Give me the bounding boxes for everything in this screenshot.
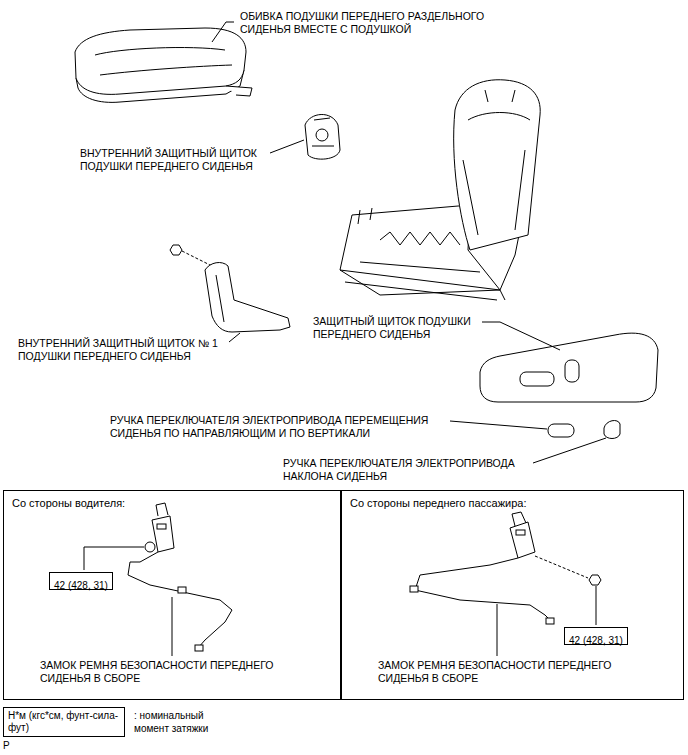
switch-knobs-part — [604, 421, 620, 439]
leader-lines-part — [450, 421, 547, 429]
cushion-shield — [480, 333, 658, 402]
leader-lines-part — [212, 22, 234, 42]
passenger-buckle-part — [589, 575, 601, 585]
box-text: 42 (428, 31) — [569, 635, 623, 647]
driver-buckle-part — [145, 542, 155, 552]
part-label: ЗАМОК РЕМНЯ БЕЗОПАСНОСТИ ПЕРЕДНЕГО СИДЕН… — [40, 659, 295, 685]
legend-note: : номинальный момент затяжки — [134, 710, 219, 735]
passenger-buckle-part — [516, 530, 525, 535]
cushion-shield-part — [565, 360, 579, 382]
inner-shield-no1 — [170, 245, 290, 332]
driver-buckle — [128, 503, 232, 651]
switch-knobs-part — [548, 424, 574, 437]
switch-knobs — [548, 421, 620, 439]
passenger-buckle — [410, 512, 601, 624]
inner-shield-no1-part — [205, 263, 290, 332]
seat-assembly — [340, 80, 540, 300]
part-label: ВНУТРЕННИЙ ЗАЩИТНЫЙ ЩИТОК № 1 ПОДУШКИ ПЕ… — [18, 337, 233, 363]
seat-assembly-part — [380, 232, 460, 245]
passenger-buckle-part — [415, 558, 550, 620]
cushion-shield-part — [520, 372, 554, 386]
driver-buckle-part — [128, 552, 232, 648]
torque-box: 42 (428, 31) — [564, 627, 628, 645]
cushion-cover-part — [100, 65, 232, 75]
part-label: РУЧКА ПЕРЕКЛЮЧАТЕЛЯ ЭЛЕКТРОПРИВОДА ПЕРЕМ… — [110, 414, 455, 440]
part-label: ЗАЩИТНЫЙ ЩИТОК ПОДУШКИ ПЕРЕДНЕГО СИДЕНЬЯ — [313, 315, 488, 341]
cushion-cover-part — [95, 48, 225, 55]
driver-buckle-part — [178, 587, 186, 593]
box-text: Н*м (кгс*см, фунт-сила-фут) — [8, 710, 120, 734]
round-inner-shield-part — [305, 114, 340, 159]
part-label: ОБИВКА ПОДУШКИ ПЕРЕДНЕГО РАЗДЕЛЬНОГО СИД… — [240, 10, 525, 36]
page-mark: P — [3, 740, 23, 753]
panel-heading: Со стороны водителя: — [4, 491, 340, 510]
leader-lines-part — [172, 597, 173, 656]
unit-legend-box: Н*м (кгс*см, фунт-сила-фут) — [3, 707, 125, 737]
round-inner-shield-part — [316, 129, 328, 141]
leader-lines-part — [84, 547, 144, 570]
part-label: ЗАМОК РЕМНЯ БЕЗОПАСНОСТИ ПЕРЕДНЕГО СИДЕН… — [378, 659, 633, 685]
passenger-buckle-part — [546, 618, 554, 624]
leader-lines-part — [497, 604, 498, 656]
leader-lines-part — [482, 322, 560, 350]
panel-heading: Со стороны переднего пассажира: — [342, 491, 683, 510]
inner-shield-no1-part — [182, 251, 214, 267]
cushion-cover-part — [226, 86, 252, 96]
cushion-shield-part — [480, 333, 658, 402]
inner-shield-no1-part — [216, 275, 224, 322]
round-inner-shield — [305, 114, 340, 159]
torque-box: 42 (428, 31) — [49, 572, 113, 590]
driver-buckle-part — [157, 524, 166, 529]
cushion-cover-part — [75, 28, 246, 94]
leader-lines-part — [533, 438, 606, 463]
driver-buckle-part — [156, 503, 168, 516]
part-label: ВНУТРЕННИЙ ЗАЩИТНЫЙ ЩИТОК ПОДУШКИ ПЕРЕДН… — [80, 147, 275, 173]
inner-shield-no1-part — [170, 245, 182, 255]
round-inner-shield-part — [312, 118, 334, 146]
passenger-buckle-part — [535, 556, 588, 578]
passenger-buckle-part — [510, 522, 535, 558]
passenger-buckle-part — [410, 586, 418, 592]
cushion-cover — [75, 28, 252, 102]
seat-assembly-part — [463, 90, 530, 235]
leader-lines-part — [596, 586, 597, 625]
part-label: РУЧКА ПЕРЕКЛЮЧАТЕЛЯ ЭЛЕКТРОПРИВОДА НАКЛО… — [283, 457, 538, 483]
box-text: 42 (428, 31) — [54, 580, 108, 592]
driver-buckle-part — [195, 645, 203, 651]
leader-lines-part — [229, 333, 240, 342]
seat-assembly-part — [454, 80, 541, 250]
leader-lines-part — [270, 140, 304, 153]
